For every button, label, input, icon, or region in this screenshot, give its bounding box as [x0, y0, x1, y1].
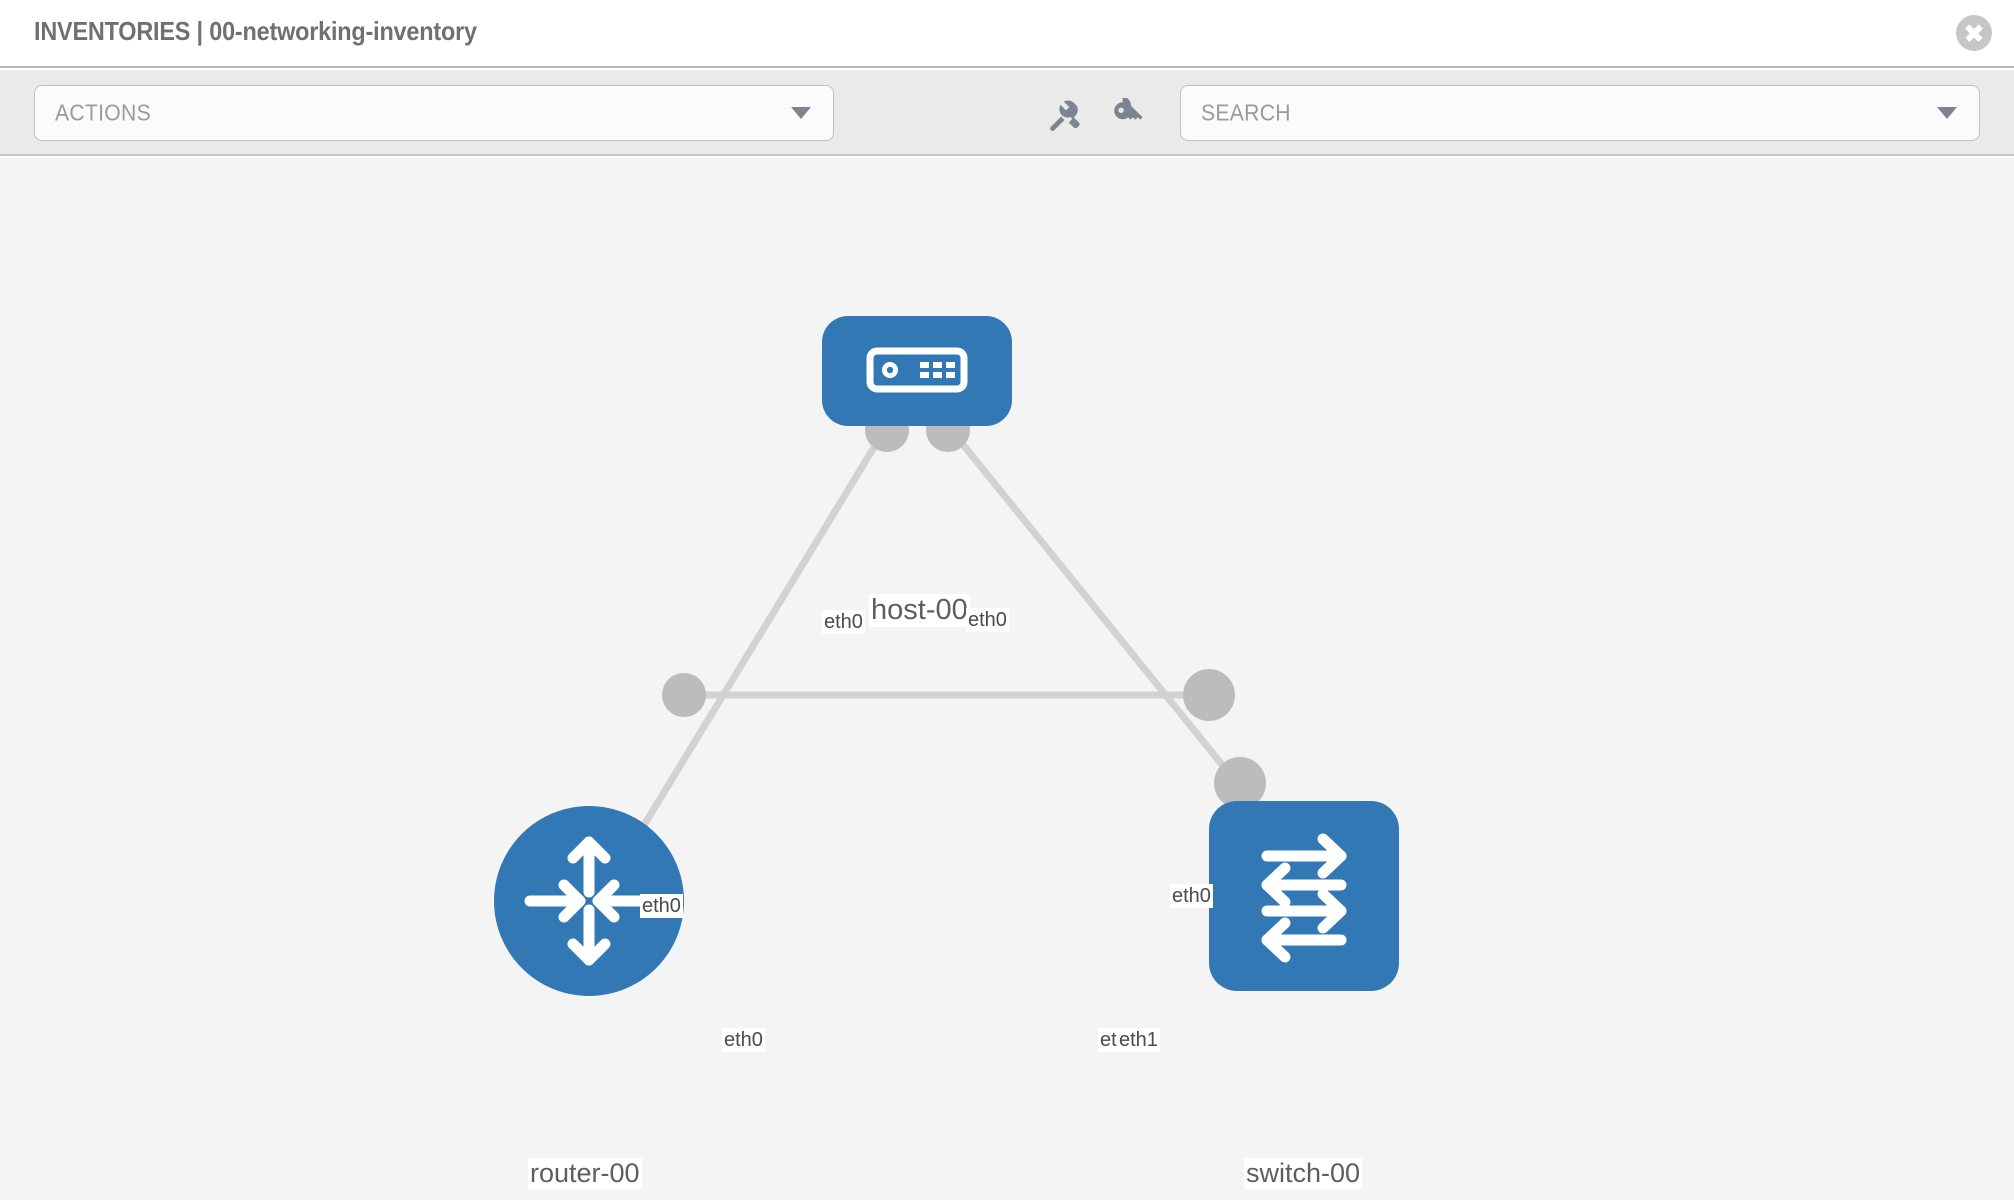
search-input[interactable]: SEARCH — [1180, 85, 1980, 141]
node-switch-00[interactable] — [1209, 801, 1399, 991]
page-title: INVENTORIES | 00-networking-inventory — [34, 16, 477, 46]
search-chevron-down-icon[interactable] — [1937, 107, 1957, 119]
link-host-router — [621, 424, 890, 860]
node-host-00[interactable] — [822, 316, 1012, 426]
key-icon[interactable] — [1110, 98, 1144, 132]
port-label-switch-uplink: eth0 — [1170, 884, 1213, 908]
port-label-router-uplink: eth0 — [640, 894, 683, 918]
topology-graph — [621, 408, 1266, 860]
port-label-host-left: eth0 — [822, 610, 865, 634]
server-icon — [866, 347, 968, 393]
port-label-switch-left-eth1: eth1 — [1117, 1028, 1160, 1052]
port-label-router-right: eth0 — [722, 1028, 765, 1052]
actions-dropdown[interactable]: ACTIONS — [34, 85, 834, 141]
chevron-down-icon — [791, 107, 811, 119]
link-host-switch — [945, 423, 1256, 806]
port-router-right — [662, 673, 706, 717]
wrench-icon[interactable] — [1046, 98, 1080, 132]
search-placeholder: SEARCH — [1201, 99, 1291, 126]
toolbar: ACTIONS SEARCH — [0, 70, 2014, 156]
close-icon[interactable] — [1956, 15, 1992, 51]
port-switch-left — [1183, 669, 1235, 721]
window-header: INVENTORIES | 00-networking-inventory — [0, 0, 2014, 68]
port-switch-up — [1214, 757, 1266, 809]
router-icon — [524, 836, 654, 966]
node-label-host-00: host-00 — [869, 594, 970, 628]
actions-dropdown-label: ACTIONS — [55, 99, 151, 126]
switch-icon — [1261, 833, 1347, 963]
topology-canvas[interactable]: host-00 router-00 switch-00 eth0 eth0 et… — [0, 158, 2014, 1200]
node-label-switch-00: switch-00 — [1244, 1158, 1363, 1190]
node-label-router-00: router-00 — [528, 1158, 642, 1190]
port-label-host-right: eth0 — [966, 608, 1009, 632]
